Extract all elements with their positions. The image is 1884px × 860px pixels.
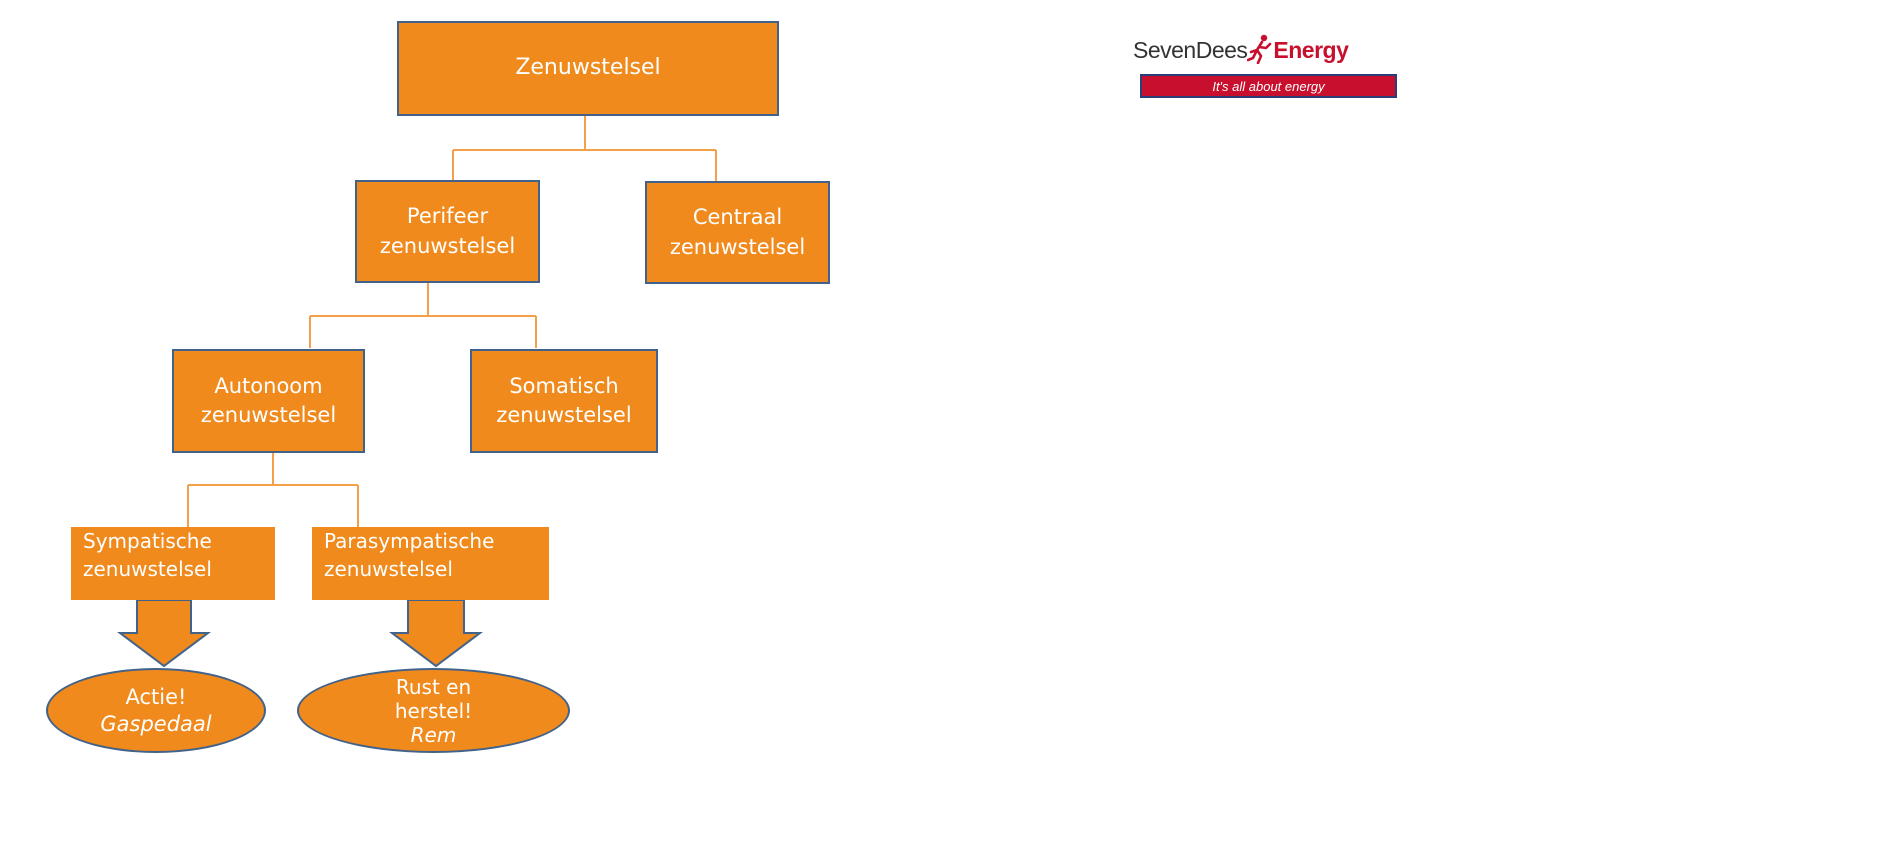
node-zenuwstelsel-label: Zenuwstelsel <box>515 55 661 81</box>
node-somatisch-zenuwstelsel: Somatisch zenuwstelsel <box>470 349 658 453</box>
node-parasympatische-line2: zenuwstelsel <box>324 557 453 581</box>
node-sympatische-line1: Sympatische <box>83 529 212 553</box>
node-zenuwstelsel: Zenuwstelsel <box>397 21 779 116</box>
outcome-rust-line2: herstel! <box>394 698 473 723</box>
logo-brand-red: Energy <box>1273 37 1349 63</box>
runner-icon <box>1247 34 1272 64</box>
outcome-actie-ellipse: Actie! Gaspedaal <box>46 668 266 753</box>
arrow-down-sympatische <box>117 599 211 668</box>
node-centraal-line1: Centraal <box>692 205 783 230</box>
outcome-rust-ellipse: Rust en herstel! Rem <box>297 668 570 753</box>
logo-brand: SevenDees Energy <box>1133 34 1349 64</box>
node-autonoom-zenuwstelsel: Autonoom zenuwstelsel <box>172 349 365 453</box>
node-autonoom-line1: Autonoom <box>214 373 323 398</box>
node-somatisch-line2: zenuwstelsel <box>496 403 632 427</box>
node-perifeer-line1: Perifeer <box>406 204 489 229</box>
outcome-rust-line3: Rem <box>410 722 457 747</box>
connector-perifeer <box>309 282 537 348</box>
logo-tagline: It's all about energy <box>1140 74 1397 98</box>
node-somatisch-line1: Somatisch <box>509 373 619 398</box>
node-centraal-line2: zenuwstelsel <box>669 234 806 259</box>
node-sympatische-zenuwstelsel: Sympatische zenuwstelsel <box>71 527 275 600</box>
logo-brand-dark: SevenDees <box>1133 37 1248 63</box>
outcome-actie-line2: Gaspedaal <box>100 711 212 736</box>
node-perifeer-zenuwstelsel: Perifeer zenuwstelsel <box>355 180 540 283</box>
node-sympatische-line2: zenuwstelsel <box>83 557 212 581</box>
outcome-rust-line1: Rust en <box>395 674 472 699</box>
sevendees-energy-logo: SevenDees Energy It's all about energy <box>1133 34 1403 100</box>
outcome-actie-line1: Actie! <box>125 685 187 710</box>
connector-autonoom <box>187 452 359 527</box>
node-parasympatische-zenuwstelsel: Parasympatische zenuwstelsel <box>312 527 549 600</box>
node-centraal-zenuwstelsel: Centraal zenuwstelsel <box>645 181 830 284</box>
node-perifeer-line2: zenuwstelsel <box>379 233 516 258</box>
node-parasympatische-line1: Parasympatische <box>324 529 495 553</box>
connector-root <box>452 115 717 182</box>
node-autonoom-line2: zenuwstelsel <box>200 403 337 427</box>
arrow-down-parasympatische <box>389 599 483 668</box>
